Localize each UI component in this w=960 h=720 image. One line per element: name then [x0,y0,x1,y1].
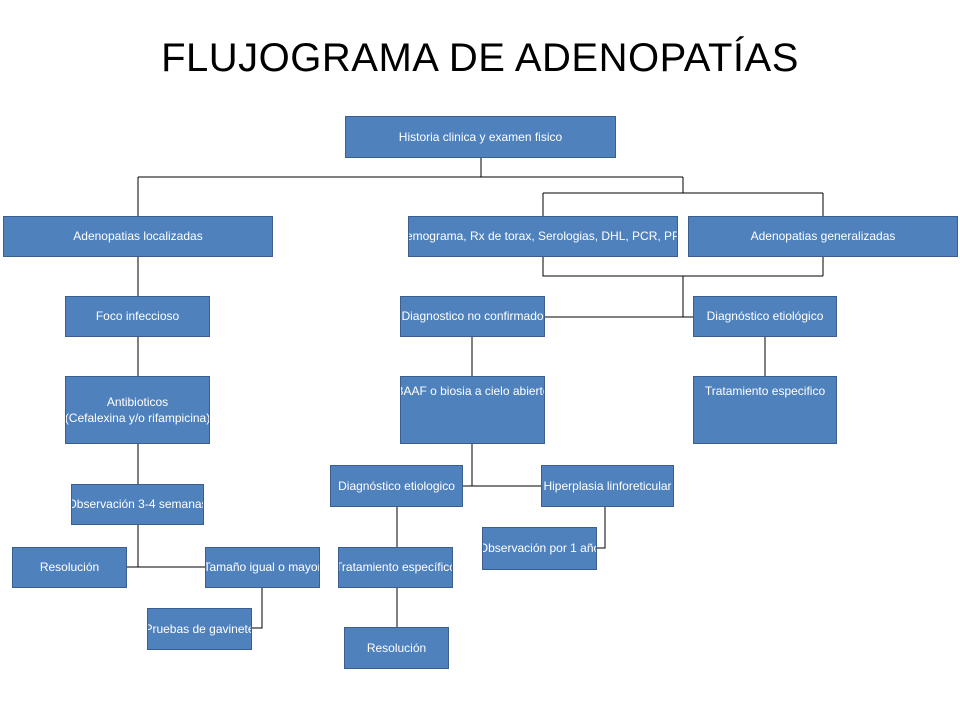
node-label: Adenopatias generalizadas [750,229,896,244]
node-label: Historia clinica y examen fisico [398,129,563,144]
node-label: BAAF o biosia a cielo abierto [400,384,545,398]
node-label: Diagnostico no confirmado [401,309,544,324]
connector-hiperplasia-observacion [597,507,606,549]
connector-observacion-branches [127,525,205,568]
node-tratamiento-especifico-centro: Tratamiento específico [338,547,453,588]
node-pruebas-gavinete: Pruebas de gavinete [147,608,252,650]
node-label: Hemograma, Rx de torax, Serologias, DHL,… [408,229,678,244]
node-observacion-semanas: Observación 3-4 semanas [71,484,204,525]
node-baaf: BAAF o biosia a cielo abierto [400,376,545,444]
node-label: Observación por 1 año [482,541,597,556]
node-label-line-1: Antibioticos [106,394,169,409]
node-hemograma: Hemograma, Rx de torax, Serologias, DHL,… [408,216,678,257]
node-adenopatias-generalizadas: Adenopatias generalizadas [688,216,958,257]
node-label: Pruebas de gavinete [147,621,252,636]
node-label: Diagnóstico etiologico [338,478,455,493]
node-diagnostico-etiologico-centro: Diagnóstico etiologico [330,465,463,507]
node-adenopatias-localizadas: Adenopatias localizadas [3,216,273,257]
node-label-line-2: (Cefalexina y/o rifampicina) [65,411,210,425]
node-foco-infeccioso: Foco infeccioso [65,296,210,337]
node-label: Tamaño igual o mayor [205,560,320,575]
connector-historia-branches [137,158,684,216]
node-diagnostico-etiologico-derecha: Diagnóstico etiológico [693,296,837,337]
node-tratamiento-especifico-derecha: Tratamiento especifico [693,376,837,444]
node-hiperplasia-linforeticular: Hiperplasia linforeticular [541,465,674,507]
node-label: Tratamiento específico [338,560,453,575]
node-antibioticos: Antibioticos (Cefalexina y/o rifampicina… [65,376,210,444]
node-label: Resolución [39,560,100,575]
connector-tamano-pruebas [252,588,263,629]
node-tamano-igual-mayor: Tamaño igual o mayor [205,547,320,588]
page-title: FLUJOGRAMA DE ADENOPATÍAS [161,36,799,80]
node-historia-clinica: Historia clinica y examen fisico [345,116,616,158]
connector-baaf-branches [463,444,541,487]
node-observacion-anio: Observación por 1 año [482,527,597,570]
connector-top-bracket [542,192,824,216]
node-resolucion-centro: Resolución [344,627,449,669]
node-label: Tratamiento especifico [704,384,826,398]
node-label: Resolución [366,640,427,655]
node-label: Observación 3-4 semanas [71,497,204,512]
node-label: Diagnóstico etiológico [706,309,824,324]
node-resolucion-izquierda: Resolución [12,547,127,588]
node-label: Hiperplasia linforeticular [543,478,672,493]
connector-bottom-bracket [542,257,824,317]
node-label: Foco infeccioso [95,309,180,324]
node-label: Adenopatias localizadas [73,229,203,244]
node-diagnostico-no-confirmado: Diagnostico no confirmado [400,296,545,337]
